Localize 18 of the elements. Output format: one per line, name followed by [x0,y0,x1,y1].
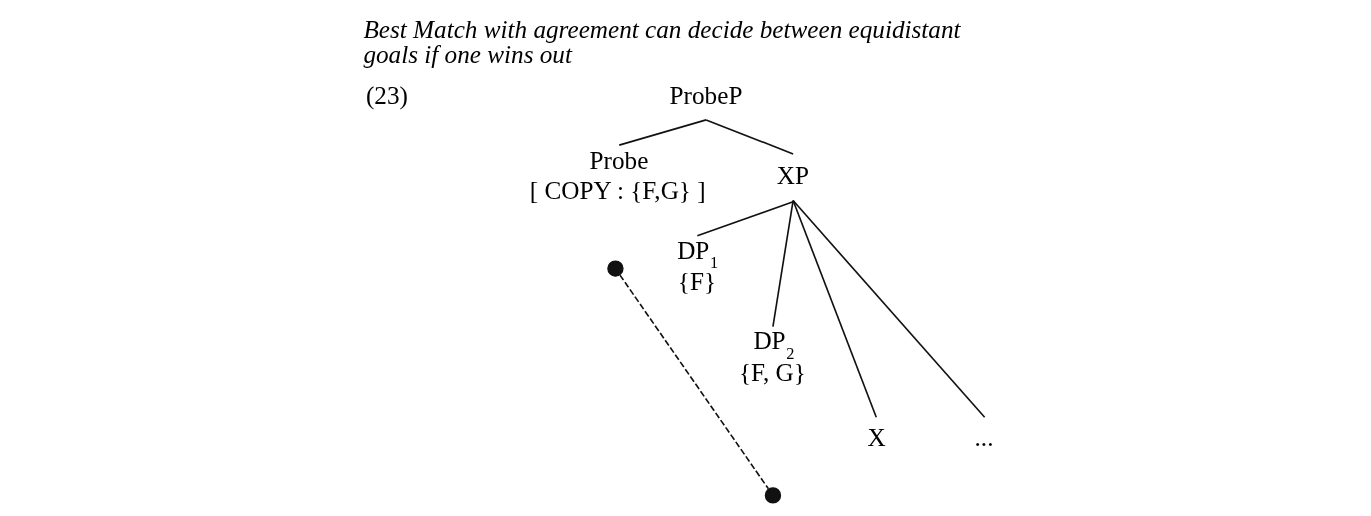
node-text: DP$_{2}$ {F, G} [738,326,806,386]
connector [791,199,877,418]
node-text: ProbeP [669,81,742,109]
connector [617,118,707,146]
node-text: Probe [ COPY : {F,G} ] [529,146,706,204]
node-text: ... [974,423,993,451]
node-text: X [866,423,886,451]
node-text: XP [776,161,809,189]
label: (23) [365,81,408,109]
node-circle [764,486,781,504]
connector [704,118,794,155]
connector [791,199,985,418]
node-text: DP$_{1}$ {F} [676,236,718,295]
connector [696,200,794,237]
connector [771,199,794,327]
connector [618,273,769,490]
diagram-title: Best Match with agreement can decide between equidistant goals if one wins out [362,15,961,68]
node-circle [606,259,624,277]
